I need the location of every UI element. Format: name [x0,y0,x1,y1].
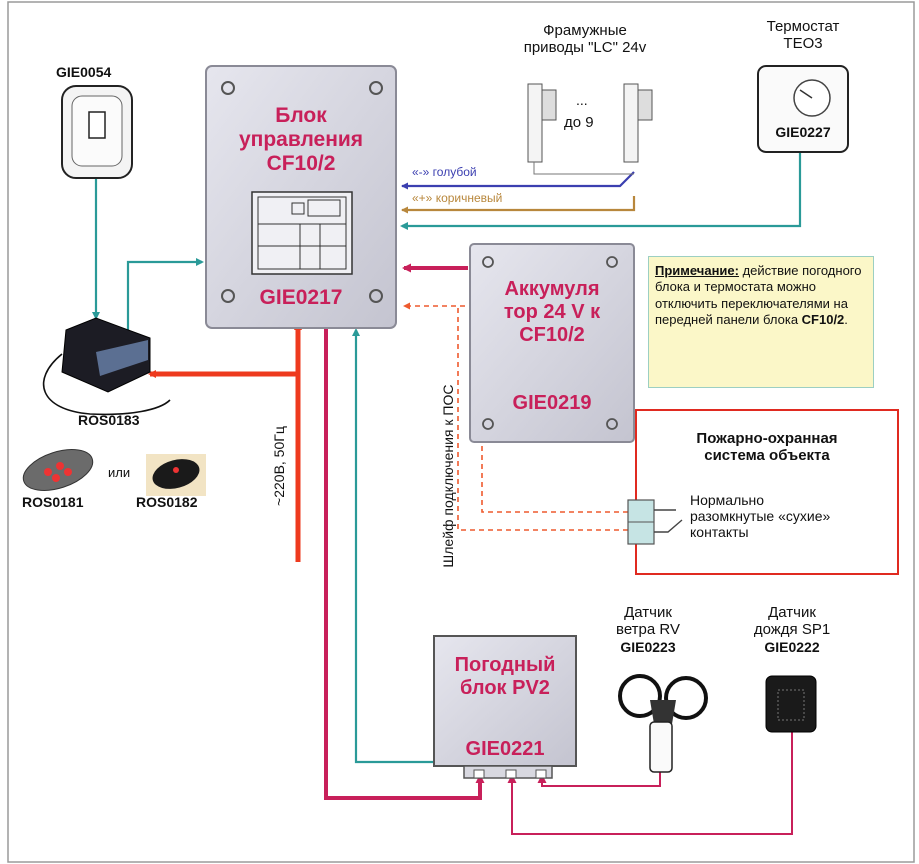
wind-sensor-line2: ветра RV [616,621,680,639]
switch-device-code: GIE0054 [56,64,112,80]
remote-ros0182-icon [146,454,206,496]
receiver-icon [42,317,171,416]
actuator-icon-1 [527,83,634,175]
battery-title-line1: Аккумуля [504,278,600,300]
actuators-title-line1: Фрамужные [543,22,627,39]
wind-sensor-icon [618,674,708,773]
control-unit-title: Блок управления CF10/2 [236,104,366,176]
control-weather-wire [324,326,485,800]
note-text: действие погодного блока и термостата мо… [655,263,862,327]
actuator-icon-2 [623,83,653,163]
thermostat-title-line2: ТЕО3 [783,35,823,53]
note-bold: CF10/2 [801,311,845,327]
fire-system-title: Пожарно-охранная система объекта [640,430,894,465]
power-label: ~220В, 50Гц [270,426,287,506]
battery-code: GIE0219 [512,392,592,414]
remote-ros0181-icon [22,449,94,491]
rain-sensor-label: Датчик дождя SP1 GIE0222 [742,604,842,655]
wind-sensor-line1: Датчик [624,604,672,621]
blue-wire-label: «-» голубой [412,165,477,179]
fire-loop-wire-2 [457,306,628,531]
rain-sensor-icon [765,675,817,733]
brown-wire [401,196,636,214]
thermostat-title-line1: Термостат [766,18,840,35]
thermostat-icon [757,65,849,153]
weather-block-title-line1: Погодный [454,654,556,676]
actuators-dots: ... [576,92,588,108]
weather-control-wire [352,328,446,764]
battery-title: Аккумуля тор 24 V к CF10/2 [476,278,628,347]
battery-title-line2: тор 24 V к [503,301,601,323]
battery-box [469,243,635,443]
actuators-title: Фрамужные приводы "LC" 24v [510,22,660,57]
fire-system-title-line1: Пожарно-охранная [696,430,838,447]
fire-system-title-line2: система объекта [704,447,830,465]
remote2-code: ROS0182 [136,494,198,510]
actuators-title-line2: приводы "LC" 24v [523,39,647,57]
control-unit-title-line2: управления [238,128,364,152]
rain-sensor-wire [507,732,793,835]
thermostat-title: Термостат ТЕО3 [748,18,858,53]
fire-contacts-line1: Нормально [690,492,765,508]
rain-sensor-code: GIE0222 [764,638,820,655]
receiver-control-wire [126,258,204,352]
actuators-count: до 9 [564,114,594,131]
dry-contacts-icon [627,499,683,545]
wind-sensor-label: Датчик ветра RV GIE0223 [600,604,696,655]
note-end: . [844,311,848,327]
blue-wire [401,171,635,190]
remote1-code: ROS0181 [22,494,84,510]
switch-device-icon [61,85,133,179]
thermostat-code: GIE0227 [775,124,831,140]
loop-label: Шлейф подключения к ПОС [439,384,456,568]
control-unit-title-line3: CF10/2 [266,152,336,176]
receiver-code: ROS0183 [78,412,140,428]
weather-block-title: Погодный блок PV2 [434,654,576,700]
fire-contacts-line2: разомкнутые «сухие» [690,508,831,525]
or-label: или [108,465,131,480]
wind-sensor-wire [537,772,661,787]
fire-system-box [635,409,899,575]
battery-title-line3: CF10/2 [519,324,585,346]
note-box: Примечание: действие погодного блока и т… [648,256,874,388]
wind-sensor-code: GIE0223 [620,638,676,655]
brown-wire-label: «+» коричневый [412,191,503,205]
weather-block-code: GIE0221 [465,738,545,760]
weather-block-title-line2: блок PV2 [460,677,550,699]
weather-block [433,635,577,779]
fire-loop-wire-1 [403,302,628,513]
fire-contacts-label: Нормально разомкнутые «сухие» контакты [690,492,830,540]
control-unit [205,65,397,329]
note-title: Примечание: [655,263,739,278]
control-unit-title-line1: Блок [275,104,327,127]
outer-border [7,1,915,863]
control-unit-code: GIE0217 [259,286,343,309]
thermostat-wire [400,150,802,230]
rain-sensor-line2: дождя SP1 [753,621,831,639]
rain-sensor-line1: Датчик [768,604,816,621]
fire-contacts-line3: контакты [690,524,749,541]
